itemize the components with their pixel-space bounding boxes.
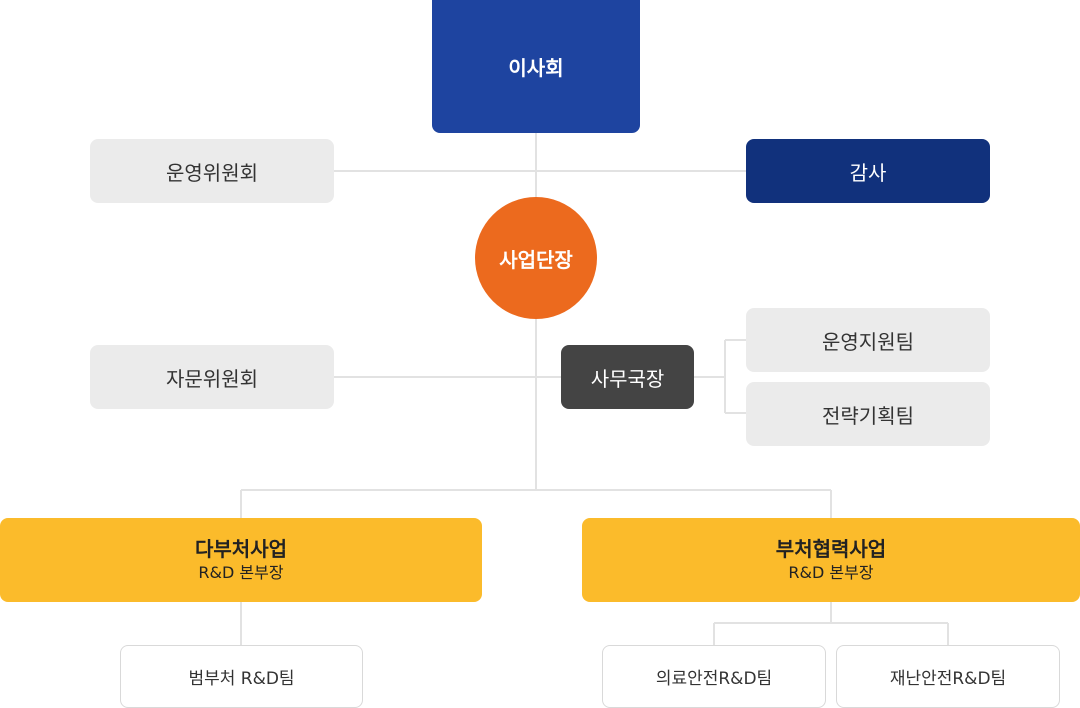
secretary-general-label: 사무국장 xyxy=(590,366,665,391)
inter-ministry-division-box: 부처협력사업 R&D 본부장 xyxy=(582,518,1080,602)
board-of-directors-box: 이사회 xyxy=(432,0,640,133)
board-label: 이사회 xyxy=(508,56,564,80)
advisory-committee-box: 자문위원회 xyxy=(90,345,334,409)
secretary-general-box: 사무국장 xyxy=(561,345,694,409)
disaster-safety-rd-team-label: 재난안전R&D팀 xyxy=(889,669,1007,689)
audit-box: 감사 xyxy=(746,139,990,203)
director-label: 사업단장 xyxy=(499,247,573,272)
operating-committee-box: 운영위원회 xyxy=(90,139,334,203)
inter-ministry-division-subtitle: R&D 본부장 xyxy=(788,563,874,582)
justice-rd-team-box: 범부처 R&D팀 xyxy=(120,645,363,708)
operating-committee-label: 운영위원회 xyxy=(166,160,258,185)
justice-rd-team-label: 범부처 R&D팀 xyxy=(188,669,295,689)
operation-support-team-box: 운영지원팀 xyxy=(746,308,990,372)
disaster-safety-rd-team-box: 재난안전R&D팀 xyxy=(836,645,1060,708)
strategy-planning-team-box: 전략기획팀 xyxy=(746,382,990,446)
director-circle: 사업단장 xyxy=(475,197,597,319)
operation-support-team-label: 운영지원팀 xyxy=(822,329,914,354)
multi-ministry-division-title: 다부처사업 xyxy=(195,537,287,561)
audit-label: 감사 xyxy=(849,160,887,185)
medical-safety-rd-team-label: 의료안전R&D팀 xyxy=(655,669,773,689)
medical-safety-rd-team-box: 의료안전R&D팀 xyxy=(602,645,826,708)
strategy-planning-team-label: 전략기획팀 xyxy=(822,403,914,428)
multi-ministry-division-box: 다부처사업 R&D 본부장 xyxy=(0,518,482,602)
multi-ministry-division-subtitle: R&D 본부장 xyxy=(198,563,284,582)
advisory-committee-label: 자문위원회 xyxy=(166,366,258,391)
inter-ministry-division-title: 부처협력사업 xyxy=(775,537,887,561)
